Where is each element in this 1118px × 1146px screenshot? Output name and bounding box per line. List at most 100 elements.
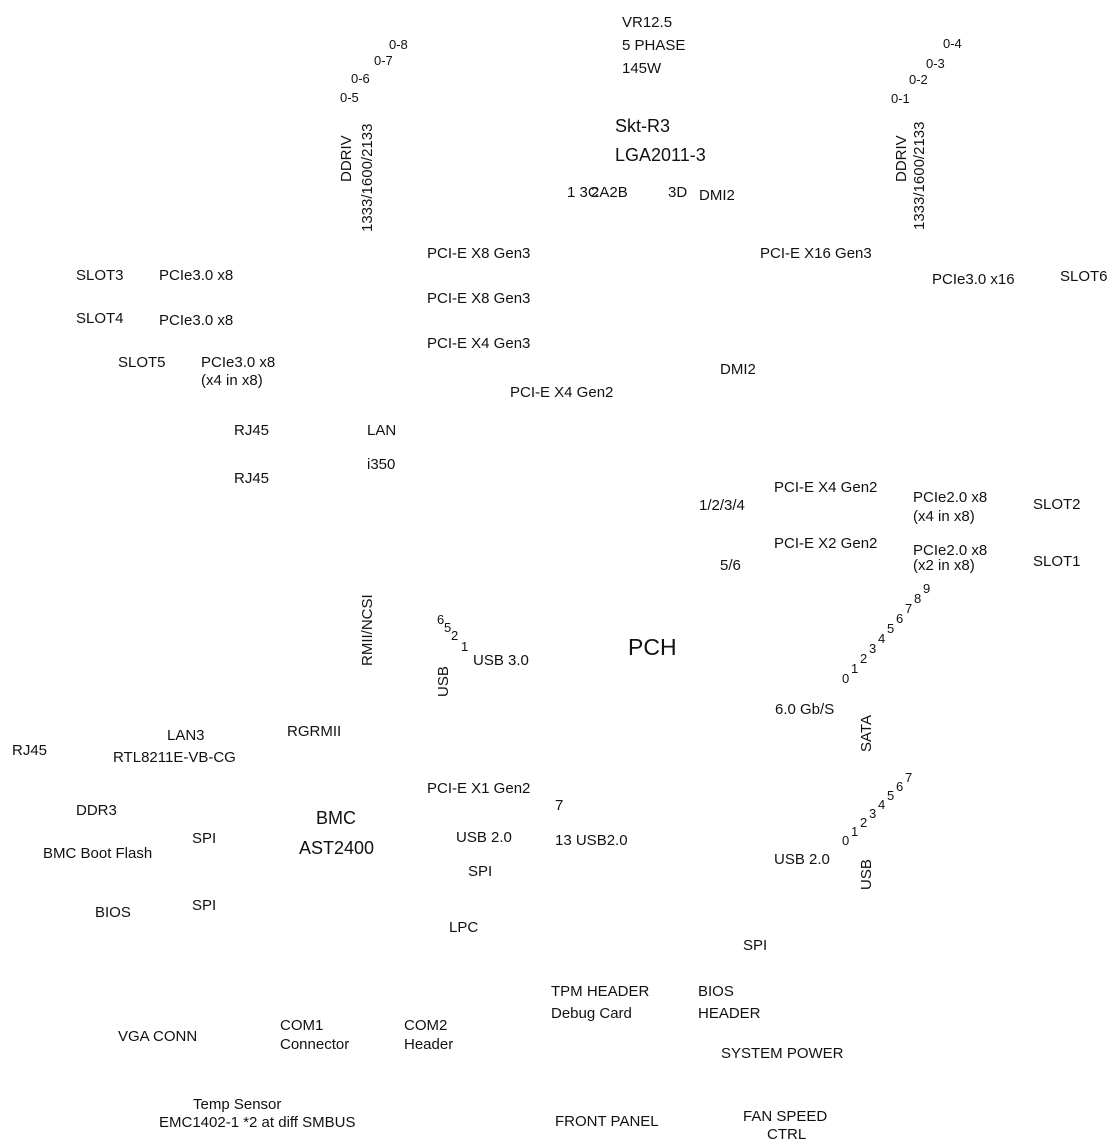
slot5-note: (x4 in x8) (201, 372, 263, 389)
slot4-name: SLOT4 (76, 310, 124, 327)
sata-port-5: 5 (887, 621, 895, 636)
pch-usb-7: 7 (555, 797, 564, 814)
vga-conn: VGA CONN (118, 1028, 198, 1045)
temp-sensor-sub: EMC1402-1 *2 at diff SMBUS (159, 1114, 356, 1131)
pch-spi-right: SPI (743, 937, 768, 954)
slot5-name: SLOT5 (118, 354, 166, 371)
mem-ch-0-2: 0-2 (909, 72, 928, 87)
usb3-port-2: 2 (451, 628, 459, 643)
slot1-type: PCIe2.0 x8 (913, 542, 988, 559)
mem-left-speed: 1333/1600/2133 (359, 123, 376, 232)
usb3-port-6: 6 (437, 612, 445, 627)
slot1-note: (x2 in x8) (913, 557, 975, 574)
usb-port-2: 2 (860, 815, 868, 830)
bmc-bios: BIOS (95, 904, 131, 921)
lan-chip: i350 (367, 456, 396, 473)
link-pcie-x1-gen2: PCI-E X1 Gen2 (427, 780, 531, 797)
bmc-spi-a: SPI (192, 830, 217, 847)
mem-ch-0-8: 0-8 (389, 37, 408, 52)
cpu-dmi-label: DMI2 (699, 187, 735, 204)
pch-spi-bmc: SPI (468, 863, 493, 880)
link-pch-x4-gen2: PCI-E X4 Gen2 (774, 479, 878, 496)
usb3-port-5: 5 (444, 620, 452, 635)
vr-phase: 5 PHASE (622, 37, 686, 54)
bmc-ddr3: DDR3 (76, 802, 117, 819)
lan3-rj45: RJ45 (12, 742, 48, 759)
sata-port-7: 7 (905, 601, 913, 616)
bmc-title: BMC (316, 808, 356, 828)
usb-port-3: 3 (869, 806, 877, 821)
pch-usb20-bmc: USB 2.0 (456, 829, 512, 846)
slot5-type: PCIe3.0 x8 (201, 354, 276, 371)
slot6-type: PCIe3.0 x16 (932, 271, 1015, 288)
bmc-chip: AST2400 (299, 838, 375, 858)
com2-title: COM2 (404, 1017, 448, 1034)
usb3-vertical: USB (435, 666, 452, 697)
vr-power: 145W (622, 60, 662, 77)
pch-lpc: LPC (449, 919, 479, 936)
lan3-title: LAN3 (167, 727, 205, 744)
sata-port-3: 3 (869, 641, 877, 656)
bmc-boot-flash: BMC Boot Flash (43, 845, 153, 862)
slot1-name: SLOT1 (1033, 553, 1081, 570)
mem-right-speed: 1333/1600/2133 (911, 121, 928, 230)
slot3-type: PCIe3.0 x8 (159, 267, 234, 284)
link-pcie-x4-gen3: PCI-E X4 Gen3 (427, 335, 531, 352)
system-power: SYSTEM POWER (721, 1045, 844, 1062)
link-pcie-x8-gen3-a: PCI-E X8 Gen3 (427, 245, 531, 262)
slot2-type: PCIe2.0 x8 (913, 489, 988, 506)
link-pcie-x16-gen3: PCI-E X16 Gen3 (760, 245, 872, 262)
sata-port-8: 8 (914, 591, 922, 606)
lan3-chip: RTL8211E-VB-CG (113, 749, 236, 766)
slot2-name: SLOT2 (1033, 496, 1081, 513)
front-panel: FRONT PANEL (555, 1113, 659, 1130)
sata-port-2: 2 (860, 651, 868, 666)
com1-sub: Connector (280, 1036, 350, 1053)
usb-right-vertical: USB (858, 859, 875, 890)
slot2-note: (x4 in x8) (913, 508, 975, 525)
cpu-socket: Skt-R3 (615, 116, 671, 136)
lan-rmii: RMII/NCSI (359, 594, 376, 666)
mem-ch-0-3: 0-3 (926, 56, 945, 71)
bios-header-2: HEADER (698, 1005, 761, 1022)
pch-label: PCH (628, 634, 677, 660)
pch-usb-13: 13 USB2.0 (555, 832, 628, 849)
usb3-label: USB 3.0 (473, 652, 529, 669)
sata-port-1: 1 (851, 661, 859, 676)
usb-port-5: 5 (887, 788, 895, 803)
link-pcie-x8-gen3-b: PCI-E X8 Gen3 (427, 290, 531, 307)
lan3-rgrmii: RGRMII (287, 723, 342, 740)
usb-port-0: 0 (842, 833, 850, 848)
vr-model: VR12.5 (622, 14, 673, 31)
usb-port-6: 6 (896, 779, 904, 794)
lanes-1-2-3-4: 1/2/3/4 (699, 497, 745, 514)
qpi-label-b: 2A2B (591, 184, 628, 201)
lan-rj45-b: RJ45 (234, 470, 270, 487)
sata-port-9: 9 (923, 581, 931, 596)
mem-left-type: DDRIV (338, 135, 355, 182)
usb-port-7: 7 (905, 770, 913, 785)
qpi-label-a: 1 3C (567, 184, 599, 201)
slot4-type: PCIe3.0 x8 (159, 312, 234, 329)
usb-port-1: 1 (851, 824, 859, 839)
link-pch-x2-gen2: PCI-E X2 Gen2 (774, 535, 878, 552)
lan-title: LAN (367, 422, 397, 439)
fan-speed-sub: CTRL (767, 1126, 807, 1143)
fan-speed-title: FAN SPEED (743, 1108, 828, 1125)
lan-rj45-a: RJ45 (234, 422, 270, 439)
usb-port-4: 4 (878, 797, 886, 812)
tpm-header: TPM HEADER (551, 983, 650, 1000)
temp-sensor-title: Temp Sensor (193, 1096, 282, 1113)
slot6-name: SLOT6 (1060, 268, 1108, 285)
mem-ch-0-7: 0-7 (374, 53, 393, 68)
lanes-5-6: 5/6 (720, 557, 741, 574)
bios-header-1: BIOS (698, 983, 734, 1000)
qpi-label-c: 3D (668, 184, 688, 201)
sata-vertical: SATA (858, 715, 875, 752)
sata-port-6: 6 (896, 611, 904, 626)
sata-port-4: 4 (878, 631, 886, 646)
sata-port-0: 0 (842, 671, 850, 686)
mem-ch-0-6: 0-6 (351, 71, 370, 86)
com2-sub: Header (404, 1036, 454, 1053)
